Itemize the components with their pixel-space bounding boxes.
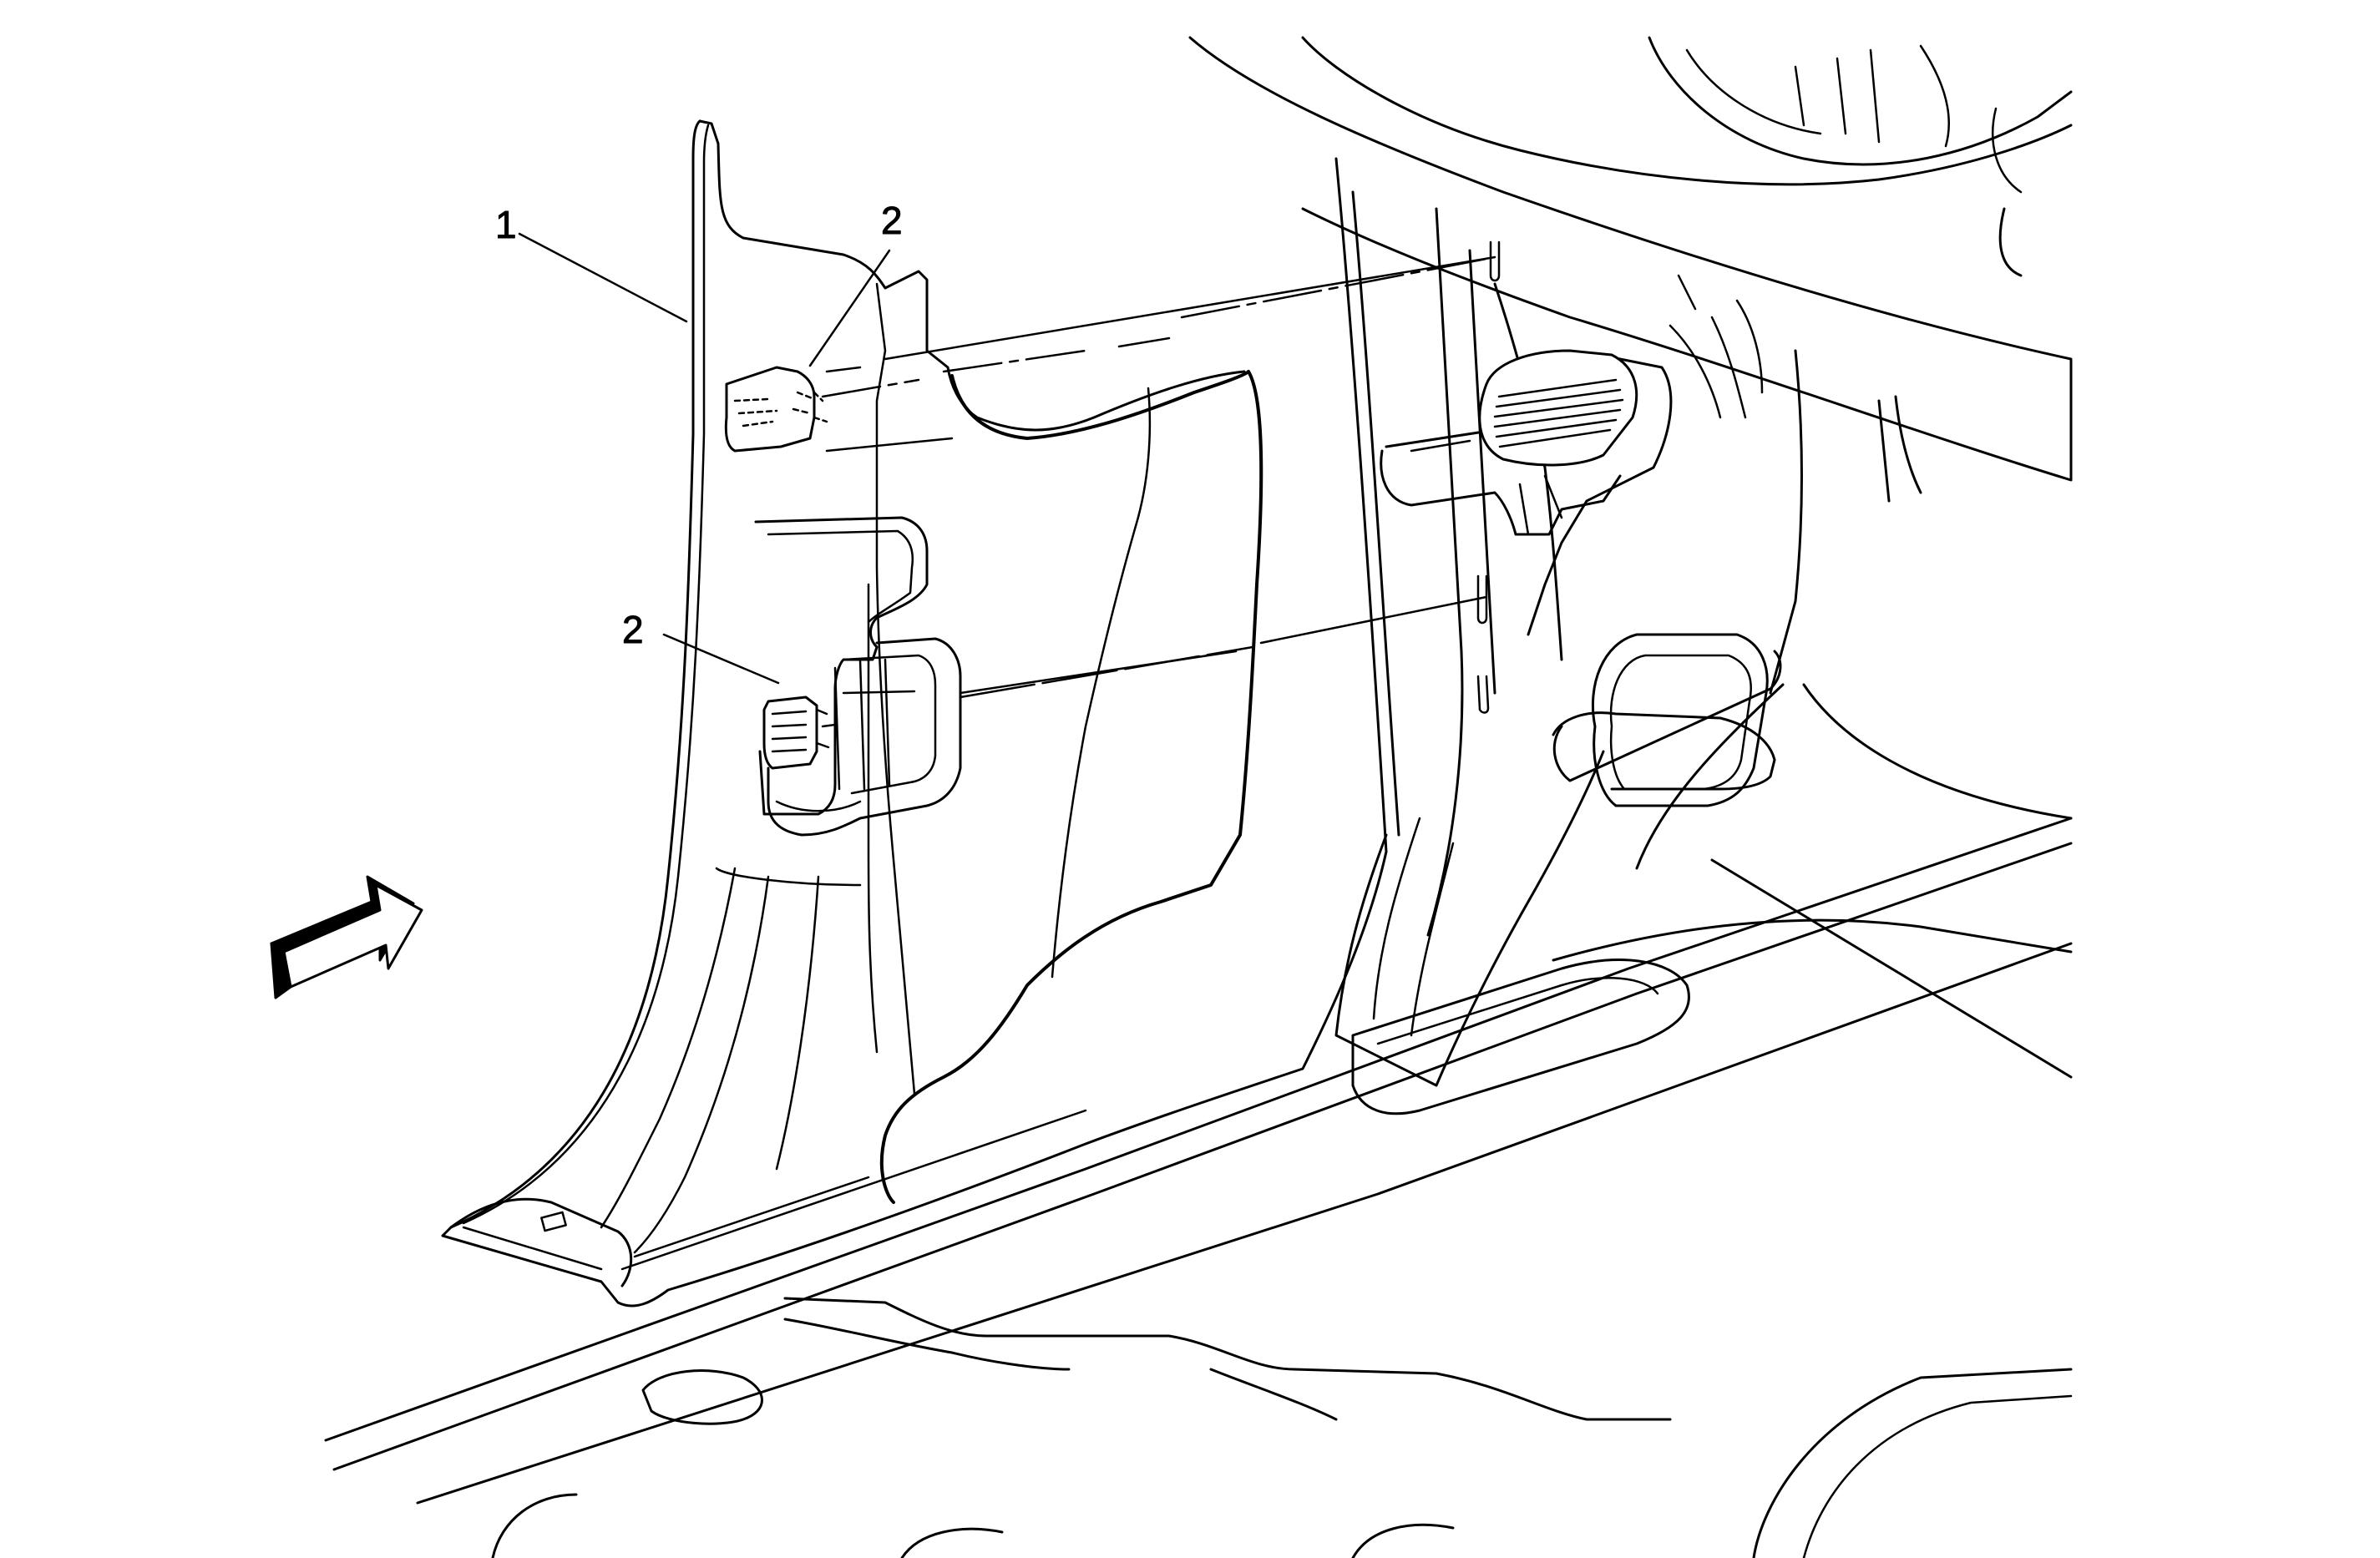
floor-rail-bump <box>1552 650 1782 782</box>
view-arrow-side <box>270 942 292 999</box>
body-slot-upper <box>1489 240 1501 282</box>
pedal-bracket <box>1380 449 1622 536</box>
callout-label-1: 1 <box>495 203 517 246</box>
alignment-line-upper-lower <box>825 437 954 453</box>
pedal-assembly <box>1380 274 1764 636</box>
retainer-clip-upper <box>724 366 816 453</box>
trim-panel-wing-edge <box>950 370 1250 440</box>
trim-panel-top-tab <box>698 119 1246 432</box>
floor-pan-line-1 <box>416 942 2073 1505</box>
trim-panel-step-inner <box>462 1109 1087 1271</box>
trim-panel-cutout <box>754 516 929 816</box>
alignment-lines <box>821 240 1501 728</box>
steering-column-opening <box>1648 36 2073 166</box>
floor-contour-bottom <box>783 1297 1672 1421</box>
trim-panel-pocket-outer <box>767 637 962 837</box>
door-seal-channel <box>1334 157 1400 853</box>
body-slot-lower <box>1476 574 1488 625</box>
rocker-sill-top <box>324 817 2073 1442</box>
pedal-bracket-detail <box>1410 439 1563 536</box>
trim-panel-crease-vertical-2 <box>867 583 879 1054</box>
callout-label-2-upper: 2 <box>881 199 903 242</box>
view-arrow-face <box>282 883 423 989</box>
alignment-line-lower-2 <box>959 645 1254 699</box>
footwell-pocket <box>1552 711 1776 791</box>
floor-recess-bottom-b <box>1802 1394 2073 1558</box>
dash-upper-curve <box>1301 36 2073 186</box>
view-direction-arrow-icon <box>270 875 423 999</box>
sill-plate <box>1351 959 1690 1115</box>
floor-pan-line-3 <box>1710 858 2073 1079</box>
floor-contour-bottom-2 <box>783 1318 1338 1421</box>
floor-recess-round <box>641 1369 763 1425</box>
dash-panel-edge <box>1188 36 2073 482</box>
trim-panel-pocket-bottom <box>775 690 916 812</box>
alignment-line-upper <box>821 257 1488 398</box>
rocker-sill-edge <box>332 842 2073 1471</box>
kick-panel-trim <box>441 119 1388 1308</box>
pedal-pad-ribs <box>1493 378 1624 448</box>
callout-leader-2-lower <box>662 633 780 685</box>
trim-panel-lower-curve-2 <box>633 875 820 1254</box>
kick-panel-recess <box>1591 633 1769 807</box>
pedal-linkage <box>1669 274 1764 419</box>
pillar-trim-lower <box>1334 750 1605 1087</box>
steering-column-detail <box>1685 44 2023 194</box>
trim-panel-front-contour <box>1051 387 1152 979</box>
trim-panel-outline-double <box>462 124 710 1225</box>
dash-side-curve <box>1877 207 2023 503</box>
callout-label-2-lower: 2 <box>622 608 644 651</box>
hinge-pillar-inner <box>1426 207 1496 937</box>
floor-pan-line-4 <box>1802 683 2073 820</box>
pillar-trim-lower-inner <box>1372 817 1455 1037</box>
kick-panel-recess-inner <box>1609 654 1752 791</box>
retainer-clip-lower <box>762 696 818 770</box>
callout-leader-1 <box>518 232 688 323</box>
trim-panel-front-edge <box>879 370 1263 1204</box>
sill-plate-inner <box>1376 977 1659 1045</box>
alignment-line-upper-solid <box>825 255 1496 373</box>
retainer-clip-lower-detail <box>771 708 830 753</box>
body-slot-lower-2 <box>1476 675 1490 714</box>
retainer-clip-upper-detail <box>733 391 828 427</box>
callout-leader-2-upper <box>808 249 891 367</box>
trim-panel-crease-vertical <box>875 282 916 1095</box>
trim-panel-cutout-inner <box>767 529 914 624</box>
trim-panel-step-edge <box>449 1197 633 1287</box>
footwell-kick-panel <box>1493 282 1803 870</box>
callouts <box>518 232 891 685</box>
floor-recess-bottom-a <box>491 1368 2073 1558</box>
trim-panel-pocket-inner <box>833 654 937 795</box>
trim-panel-lower-curve-1 <box>600 867 862 1229</box>
trim-panel-slot <box>540 1211 567 1232</box>
vehicle-body <box>324 36 2073 1558</box>
floor-pan-line-2 <box>1552 918 2073 962</box>
